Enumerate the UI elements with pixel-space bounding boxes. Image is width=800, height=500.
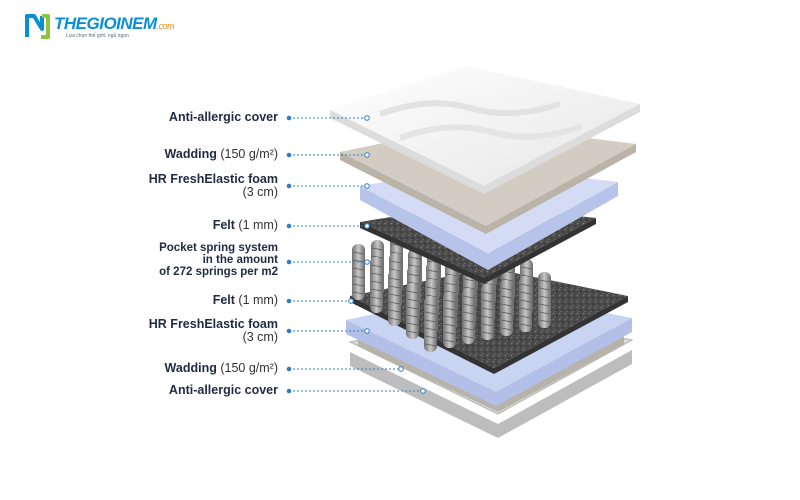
label-bottom-felt: Felt (1 mm)	[212, 293, 278, 307]
spring-coil	[538, 272, 551, 328]
top-cover-layer	[330, 66, 640, 194]
label-bottom-wadding: Wadding (150 g/m²)	[164, 361, 278, 375]
label-top-cover: Anti-allergic cover	[168, 110, 278, 124]
spring-coil	[406, 283, 419, 339]
brand-tagline: Lựa chọn thế giới, ngủ ngon	[66, 33, 129, 39]
leader-lines	[286, 115, 426, 394]
spring-coil	[500, 280, 513, 336]
brand-name: THEGIOINEM.com	[54, 14, 175, 33]
spring-coil	[388, 270, 401, 326]
spring-coil	[462, 288, 475, 344]
spring-coil	[443, 292, 456, 348]
brand-logo: THEGIOINEM.com Lựa chọn thế giới, ngủ ng…	[24, 12, 194, 42]
brand-n-icon	[25, 14, 50, 39]
label-top-felt: Felt (1 mm)	[212, 218, 278, 232]
label-top-wadding: Wadding (150 g/m²)	[164, 147, 278, 161]
spring-coil	[481, 284, 494, 340]
spring-coil	[519, 276, 532, 332]
spring-coil	[424, 296, 437, 352]
label-bottom-cover: Anti-allergic cover	[168, 383, 278, 397]
label-bottom-foam: HR FreshElastic foam(3 cm)	[148, 317, 278, 344]
label-top-foam: HR FreshElastic foam(3 cm)	[148, 172, 278, 199]
spring-coil	[370, 257, 383, 313]
